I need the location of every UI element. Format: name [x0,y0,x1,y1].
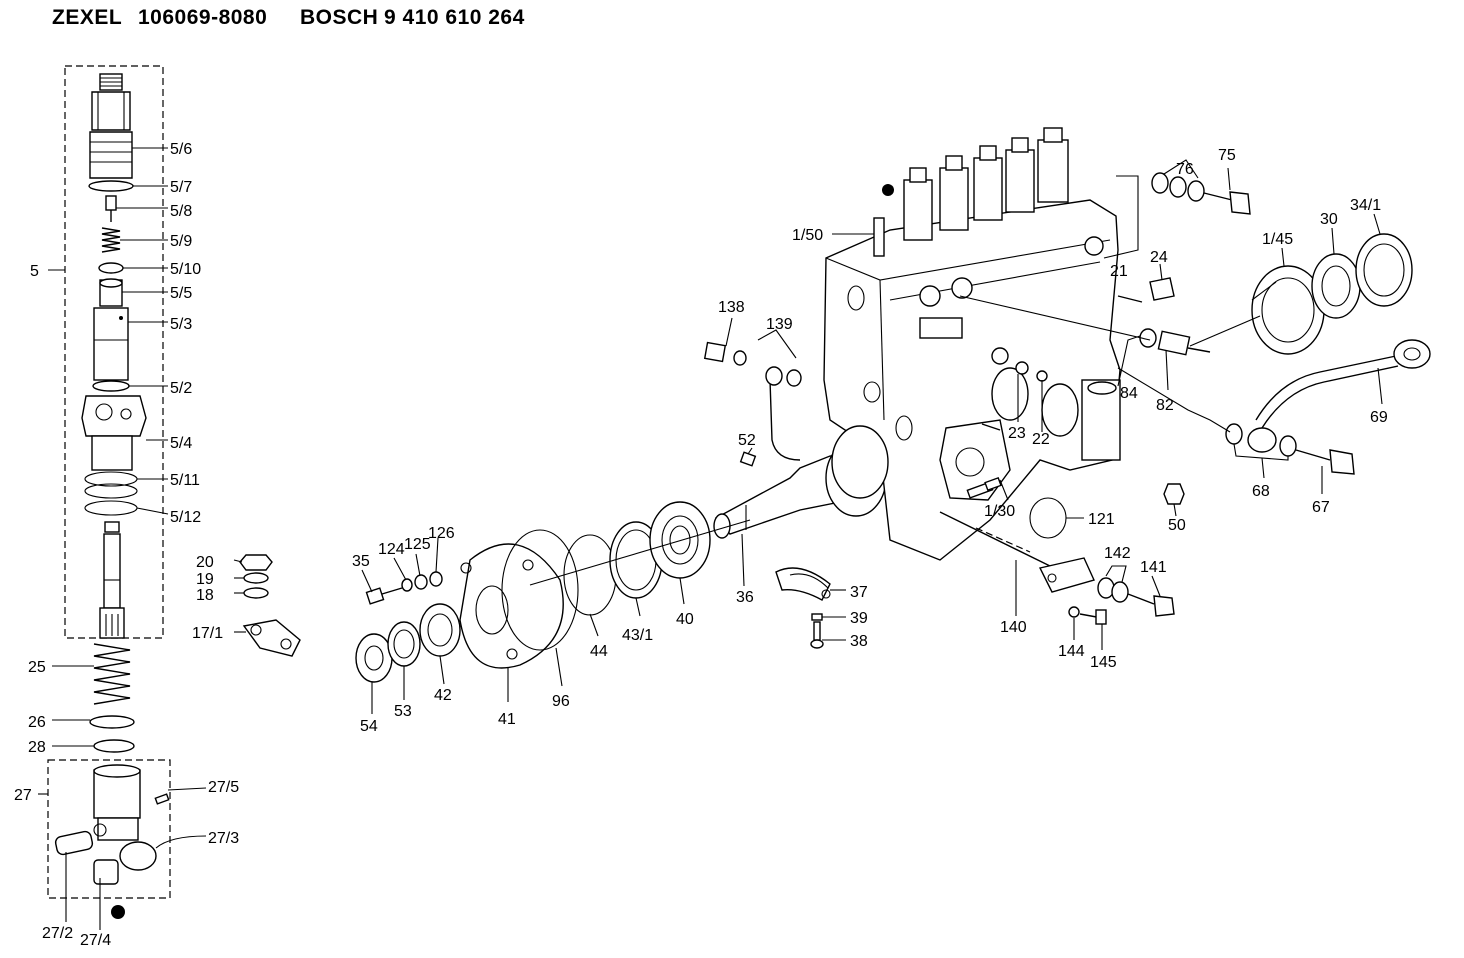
label-50: 50 [1168,517,1186,534]
label-39: 39 [850,610,868,627]
label-36: 36 [736,589,754,606]
part-labels: 5/6 5/7 5/8 5/9 5/10 5/5 5/3 5/2 5/4 5/1… [14,141,1388,949]
label-145: 145 [1090,654,1117,671]
label-43-1: 43/1 [622,627,653,644]
label-22: 22 [1032,431,1050,448]
label-38: 38 [850,633,868,650]
label-96: 96 [552,693,570,710]
label-126: 126 [428,525,455,542]
label-1-45: 1/45 [1262,231,1293,248]
label-17-1: 17/1 [192,625,223,642]
label-27-4: 27/4 [80,932,111,949]
pump-housing [703,127,1185,625]
label-144: 144 [1058,643,1085,660]
label-140: 140 [1000,619,1027,636]
label-5-7: 5/7 [170,179,192,196]
label-5-8: 5/8 [170,203,192,220]
label-76: 76 [1176,161,1194,178]
label-34-1: 34/1 [1350,197,1381,214]
label-53: 53 [394,703,412,720]
label-69: 69 [1370,409,1388,426]
label-24: 24 [1150,249,1168,266]
label-40: 40 [676,611,694,628]
label-5-5: 5/5 [170,285,192,302]
label-27-2: 27/2 [42,925,73,942]
label-138: 138 [718,299,745,316]
label-139: 139 [766,316,793,333]
label-121: 121 [1088,511,1115,528]
brand-zexel: ZEXEL [52,6,123,29]
label-20: 20 [196,554,214,571]
label-44: 44 [590,643,608,660]
label-42: 42 [434,687,452,704]
label-19: 19 [196,571,214,588]
brand-bosch: BOSCH [300,6,379,29]
label-125: 125 [404,536,431,553]
label-67: 67 [1312,499,1330,516]
label-142: 142 [1104,545,1131,562]
label-21: 21 [1110,263,1128,280]
label-141: 141 [1140,559,1167,576]
bosch-part-number: 9 410 610 264 [384,6,525,29]
label-41: 41 [498,711,516,728]
label-1-50: 1/50 [792,227,823,244]
label-5: 5 [30,263,39,280]
label-27-5: 27/5 [208,779,239,796]
label-28: 28 [28,739,46,756]
label-5-6: 5/6 [170,141,192,158]
zexel-part-number: 106069-8080 [138,6,268,29]
drive-end-parts [355,439,887,683]
label-27-3: 27/3 [208,830,239,847]
label-27: 27 [14,787,32,804]
label-124: 124 [378,541,405,558]
pump-element-assembly [47,65,171,919]
label-23: 23 [1008,425,1026,442]
cover-parts [1139,172,1431,475]
label-5-12: 5/12 [170,509,201,526]
label-37: 37 [850,584,868,601]
label-5-11: 5/11 [170,472,200,489]
label-5-3: 5/3 [170,316,192,333]
label-5-4: 5/4 [170,435,192,452]
label-68: 68 [1252,483,1270,500]
label-35: 35 [352,553,370,570]
label-25: 25 [28,659,46,676]
label-75: 75 [1218,147,1236,164]
label-52: 52 [738,432,756,449]
label-54: 54 [360,718,378,735]
label-18: 18 [196,587,214,604]
label-1-30: 1/30 [984,503,1015,520]
label-30: 30 [1320,211,1338,228]
label-5-2: 5/2 [170,380,192,397]
label-5-9: 5/9 [170,233,192,250]
label-26: 26 [28,714,46,731]
small-parts-stack [239,554,301,657]
leader-lines [38,147,1383,930]
label-5-10: 5/10 [170,261,201,278]
label-84: 84 [1120,385,1138,402]
valve-holders [903,127,1069,241]
label-82: 82 [1156,397,1174,414]
